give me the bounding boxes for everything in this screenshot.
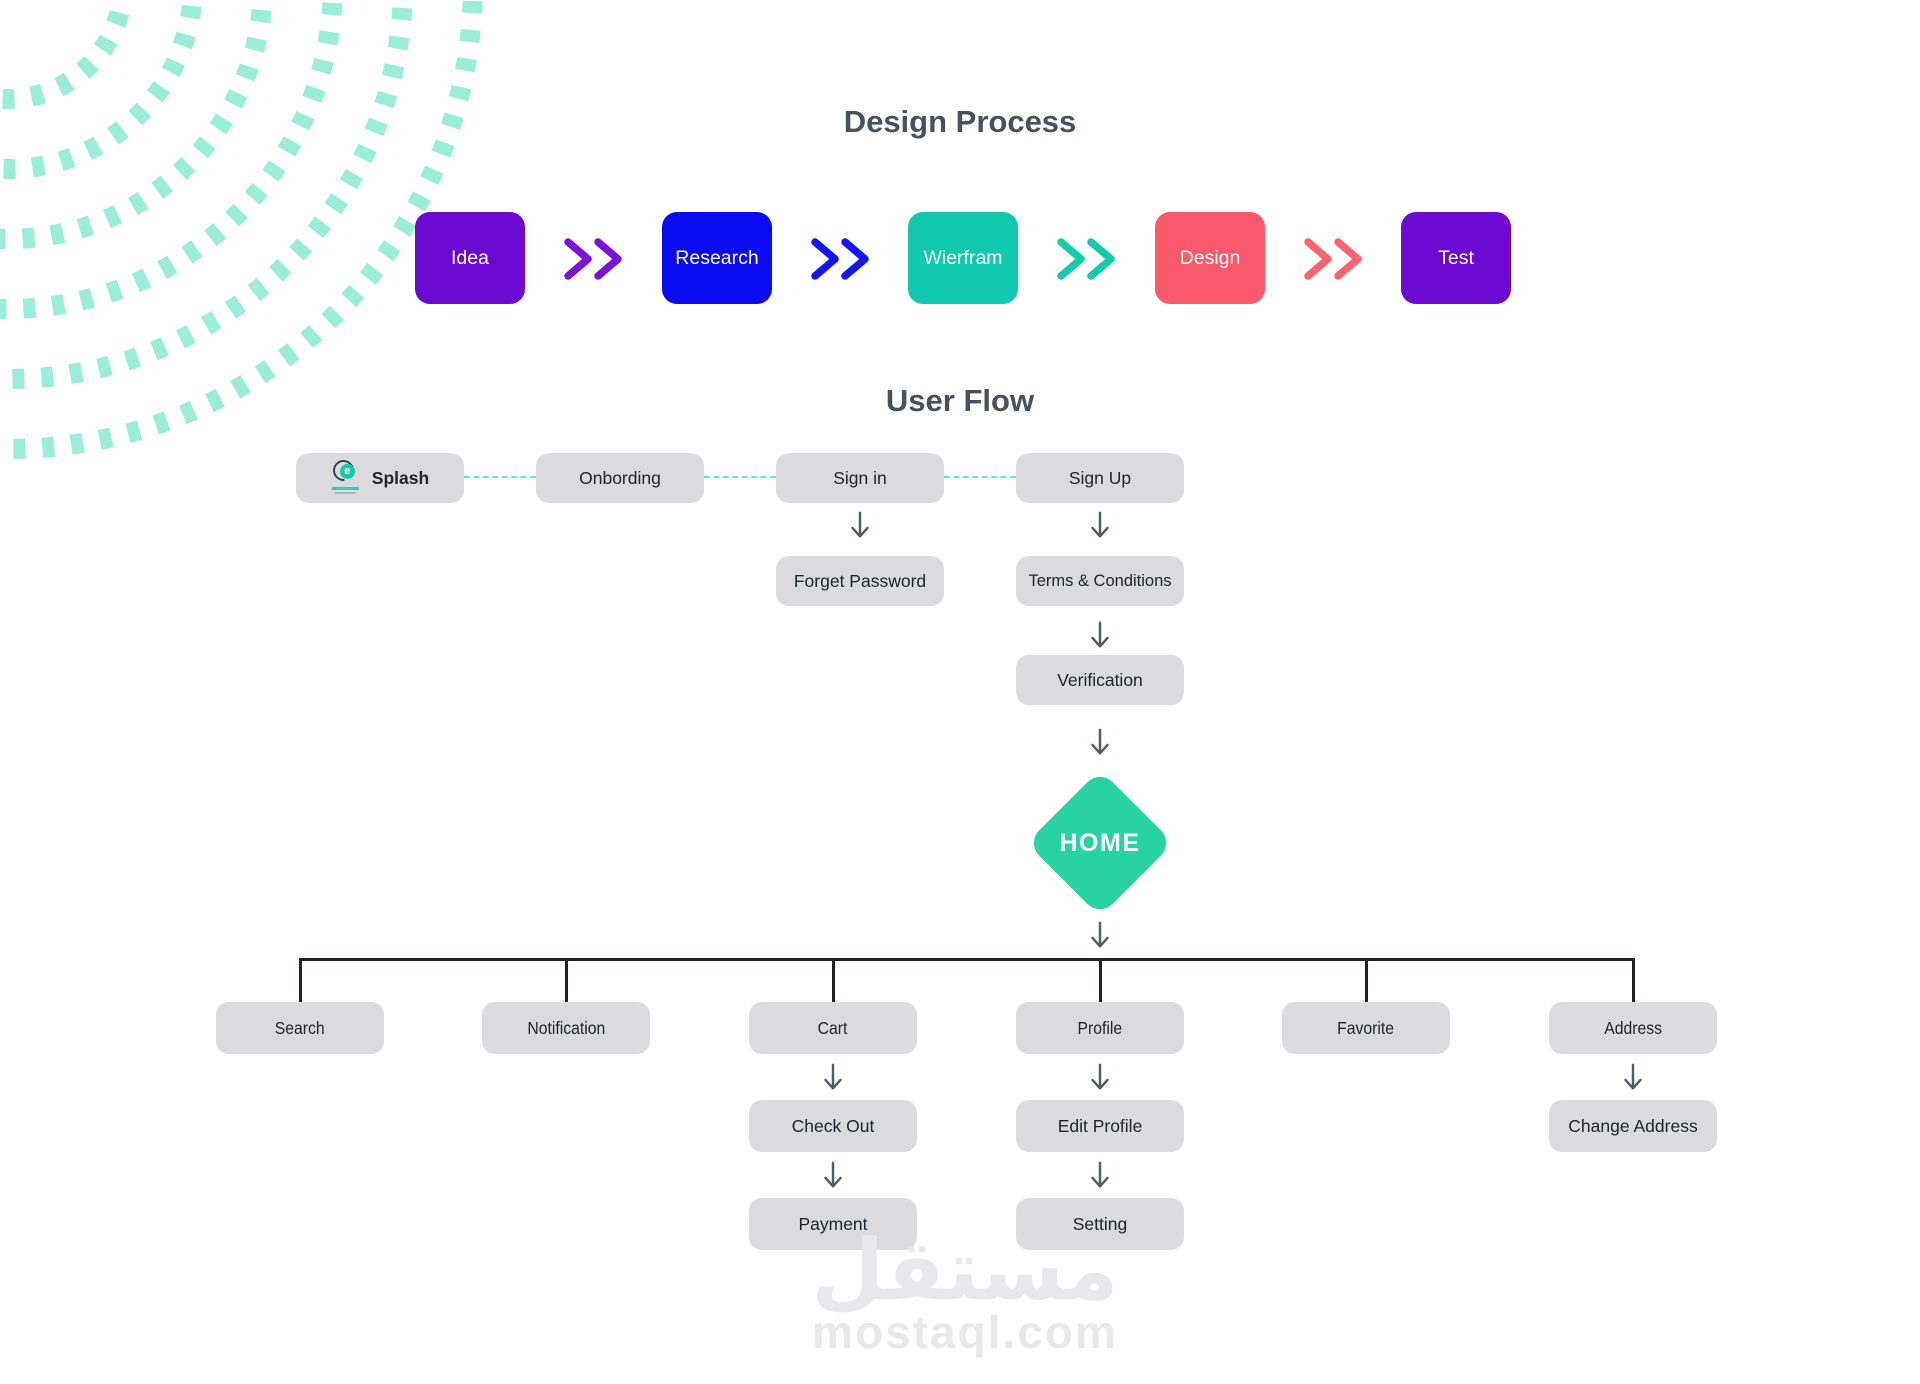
arrow-down-icon <box>1087 1160 1113 1192</box>
home-label: HOME <box>1059 828 1141 857</box>
mostaql-watermark-arabic: مستقل <box>811 1221 1119 1319</box>
flow-node-verification: Verification <box>1016 655 1184 705</box>
flow-node-label: Favorite <box>1337 1017 1395 1038</box>
flow-node-label: Edit Profile <box>1057 1115 1143 1136</box>
process-step-research: Research <box>662 212 772 304</box>
dashed-connector <box>464 476 536 478</box>
process-step-idea: Idea <box>415 212 525 304</box>
arrow-down-icon <box>820 1160 846 1192</box>
flow-node-sign-in: Sign in <box>776 453 944 503</box>
flow-node-change-address: Change Address <box>1549 1100 1717 1152</box>
flow-node-label: Forget Password <box>793 570 927 591</box>
process-step-label: Test <box>1438 246 1474 269</box>
flow-node-check-out: Check Out <box>749 1100 917 1152</box>
flow-node-profile: Profile <box>1016 1002 1184 1054</box>
flow-node-label: Profile <box>1077 1017 1123 1038</box>
flow-node-address: Address <box>1549 1002 1717 1054</box>
flow-node-splash: e Splash <box>296 453 464 503</box>
arrow-down-icon <box>847 510 873 542</box>
flow-node-label: Terms & Conditions <box>1028 571 1172 590</box>
flow-node-terms-conditions: Terms & Conditions <box>1016 556 1184 606</box>
logo-subline-bar <box>334 491 356 494</box>
arrow-down-icon <box>1087 920 1113 952</box>
logo-tagline-bar <box>331 486 359 490</box>
flow-node-payment: Payment <box>749 1198 917 1250</box>
flow-node-label: Address <box>1604 1017 1662 1038</box>
logo-letter: e <box>339 463 355 479</box>
flow-node-label: Cart <box>818 1017 848 1038</box>
tree-drop-line <box>1365 958 1368 1003</box>
flow-node-label: Onbording <box>579 467 661 488</box>
double-chevron-right-icon <box>1302 236 1364 282</box>
process-step-design: Design <box>1155 212 1265 304</box>
arrow-down-icon <box>1087 1062 1113 1094</box>
double-chevron-right-icon <box>809 236 871 282</box>
tree-drop-line <box>1632 958 1635 1003</box>
ecommerce-logo-icon: e <box>328 455 361 497</box>
double-chevron-right-icon <box>562 236 624 282</box>
arrow-down-icon <box>1087 510 1113 542</box>
arrow-down-icon <box>1620 1062 1646 1094</box>
flow-node-sign-up: Sign Up <box>1016 453 1184 503</box>
flow-node-cart: Cart <box>749 1002 917 1054</box>
flow-node-label: Notification <box>527 1017 605 1038</box>
tree-horizontal-line <box>299 958 1634 961</box>
process-step-wierfram: Wierfram <box>908 212 1018 304</box>
flow-node-label: Sign in <box>833 467 887 488</box>
dashed-connector <box>704 476 776 478</box>
flow-node-label: Payment <box>798 1213 868 1234</box>
arrow-down-icon <box>1087 620 1113 652</box>
tree-drop-line <box>832 958 835 1003</box>
process-step-label: Research <box>675 246 759 269</box>
flow-node-label: Change Address <box>1568 1115 1698 1136</box>
dashed-connector <box>944 476 1016 478</box>
tree-drop-line <box>565 958 568 1003</box>
flow-node-label: Check Out <box>791 1115 875 1136</box>
flow-node-label: Search <box>275 1017 325 1038</box>
arrow-down-icon <box>820 1062 846 1094</box>
process-step-label: Wierfram <box>923 246 1003 269</box>
flow-node-forget-password: Forget Password <box>776 556 944 606</box>
flow-node-label: Verification <box>1057 669 1143 690</box>
mostaql-watermark-latin: mostaql.com <box>812 1306 1118 1358</box>
flow-node-onbording: Onbording <box>536 453 704 503</box>
flow-node-home: HOME <box>1026 769 1174 917</box>
user-flow-title: User Flow <box>885 383 1035 418</box>
tree-drop-line <box>1099 958 1102 1003</box>
double-chevron-right-icon <box>1055 236 1117 282</box>
process-step-test: Test <box>1401 212 1511 304</box>
flow-node-label: Setting <box>1072 1213 1128 1234</box>
flow-node-search: Search <box>216 1002 384 1054</box>
flow-node-setting: Setting <box>1016 1198 1184 1250</box>
flow-node-favorite: Favorite <box>1282 1002 1450 1054</box>
flow-node-label: Sign Up <box>1068 467 1132 488</box>
process-step-label: Idea <box>451 246 489 269</box>
tree-drop-line <box>299 958 302 1003</box>
flow-node-edit-profile: Edit Profile <box>1016 1100 1184 1152</box>
flow-node-notification: Notification <box>482 1002 650 1054</box>
arrow-down-icon <box>1087 727 1113 759</box>
flow-node-label: Splash <box>371 467 430 488</box>
design-process-title: Design Process <box>843 104 1077 139</box>
process-step-label: Design <box>1179 246 1241 269</box>
